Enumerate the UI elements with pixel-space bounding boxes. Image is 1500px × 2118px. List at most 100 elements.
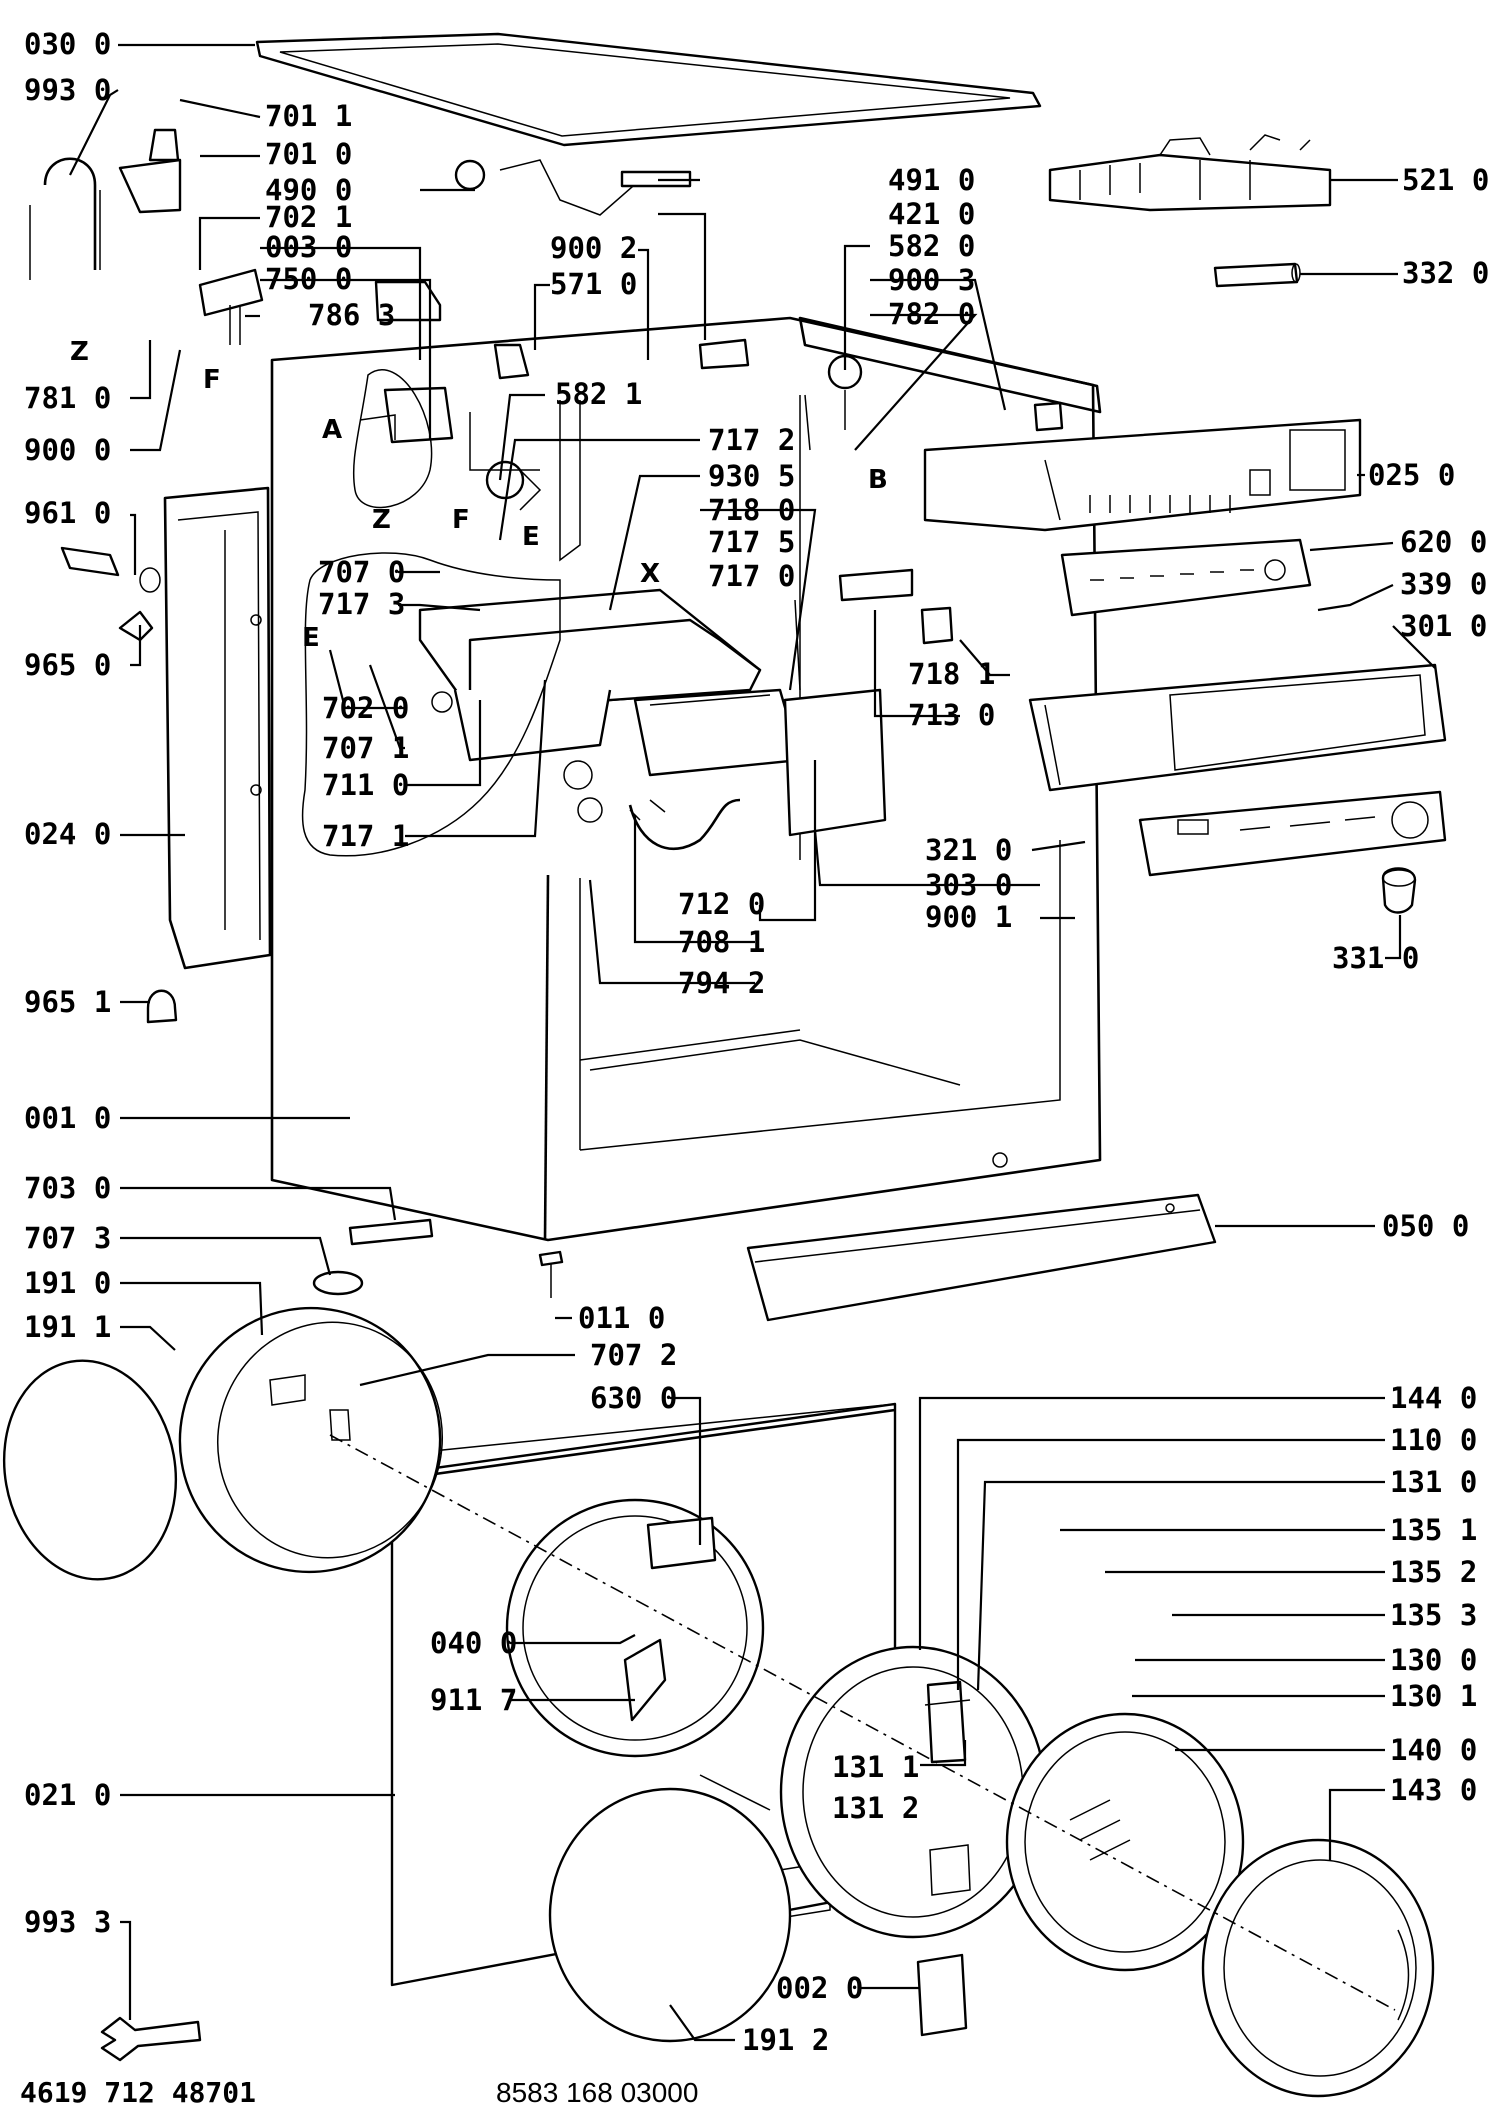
callout-900-0: 900 0	[24, 433, 111, 467]
clip-965-0	[118, 610, 154, 642]
callout-965-0: 965 0	[24, 648, 111, 682]
callout-786-3: 786 3	[308, 298, 395, 332]
callout-717-1: 717 1	[322, 819, 409, 853]
callout-303-0: 303 0	[925, 868, 1012, 902]
callout-708-1: 708 1	[678, 925, 765, 959]
parts-drawing	[2, 32, 1447, 2098]
callout-993-3: 993 3	[24, 1905, 111, 1939]
callout-135-1: 135 1	[1390, 1513, 1477, 1547]
callout-110-0: 110 0	[1390, 1423, 1477, 1457]
callout-965-1: 965 1	[24, 985, 111, 1019]
callout-191-2: 191 2	[742, 2023, 829, 2057]
callout-620-0: 620 0	[1400, 525, 1487, 559]
callout-001-0: 001 0	[24, 1101, 111, 1135]
callout-900-2: 900 2	[550, 231, 637, 265]
callout-521-0: 521 0	[1402, 163, 1489, 197]
callout-717-2: 717 2	[708, 423, 795, 457]
callout-707-2: 707 2	[590, 1338, 677, 1372]
top-lid	[255, 32, 1042, 147]
callout-718-1: 718 1	[908, 657, 995, 691]
callout-011-0: 011 0	[578, 1301, 665, 1335]
plug-961-0	[60, 546, 161, 593]
callout-713-0: 713 0	[908, 698, 995, 732]
marker-z-2: Z	[372, 505, 391, 535]
callout-003-0: 003 0	[265, 230, 352, 264]
callout-024-0: 024 0	[24, 817, 111, 851]
cylinder-part	[1213, 262, 1301, 288]
callout-717-3: 717 3	[318, 587, 405, 621]
control-console-top	[923, 418, 1362, 532]
door-window-ring	[1005, 1712, 1245, 1972]
callout-040-0: 040 0	[430, 1626, 517, 1660]
callout-701-1: 701 1	[265, 99, 352, 133]
leader-lines	[69, 43, 1436, 2042]
callout-707-0: 707 0	[318, 555, 405, 589]
marker-f-1: F	[203, 365, 221, 395]
callout-490-0: 490 0	[265, 173, 352, 207]
callout-630-0: 630 0	[590, 1381, 677, 1415]
programmer-unit	[1048, 134, 1332, 212]
callout-135-2: 135 2	[1390, 1555, 1477, 1589]
callout-582-1: 582 1	[555, 377, 642, 411]
footer-right-code: 8583 168 03000	[496, 2077, 698, 2108]
inlet-valve-group	[29, 128, 863, 430]
console-frame	[1028, 663, 1447, 792]
callout-130-1: 130 1	[1390, 1679, 1477, 1713]
block-002	[916, 1953, 968, 2037]
callout-712-0: 712 0	[678, 887, 765, 921]
callout-707-3: 707 3	[24, 1221, 111, 1255]
callout-130-0: 130 0	[1390, 1643, 1477, 1677]
display-panel	[1138, 790, 1447, 877]
group-outline-2	[352, 369, 433, 509]
dispenser-assembly	[418, 588, 887, 851]
callout-331-0: 331 0	[1332, 941, 1419, 975]
callout-750-0: 750 0	[265, 262, 352, 296]
callout-794-2: 794 2	[678, 966, 765, 1000]
group-outline	[301, 552, 561, 857]
foot-965-1	[146, 989, 178, 1024]
callout-021-0: 021 0	[24, 1778, 111, 1812]
callout-135-3: 135 3	[1390, 1598, 1477, 1632]
callout-711-0: 711 0	[322, 768, 409, 802]
callout-930-5: 930 5	[708, 459, 795, 493]
callout-025-0: 025 0	[1368, 458, 1455, 492]
callout-701-0: 701 0	[265, 137, 352, 171]
callout-900-1: 900 1	[925, 900, 1012, 934]
door-lock	[646, 1516, 717, 1570]
callout-703-0: 703 0	[24, 1171, 111, 1205]
wrench-tool	[100, 2016, 202, 2062]
callout-131-2: 131 2	[832, 1791, 919, 1825]
callout-421-0: 421 0	[888, 197, 975, 231]
pcb-board	[1060, 538, 1312, 617]
drum	[2, 1306, 444, 1581]
footer: 4619 712 48701 8583 168 03000	[20, 2076, 698, 2109]
callout-131-1: 131 1	[832, 1750, 919, 1784]
callout-911-7: 911 7	[430, 1683, 517, 1717]
marker-x: X	[640, 559, 660, 589]
callout-781-0: 781 0	[24, 381, 111, 415]
assembly-axis	[329, 1434, 1396, 2011]
callout-702-1: 702 1	[265, 200, 352, 234]
marker-f-2: F	[452, 505, 470, 535]
callout-900-3: 900 3	[888, 263, 975, 297]
callout-491-0: 491 0	[888, 163, 975, 197]
marker-b: B	[868, 465, 888, 495]
footer-left-code: 4619 712 48701	[20, 2076, 256, 2109]
callout-050-0: 050 0	[1382, 1209, 1469, 1243]
callout-332-0: 332 0	[1402, 256, 1489, 290]
callout-191-0: 191 0	[24, 1266, 111, 1300]
callout-782-0: 782 0	[888, 297, 975, 331]
side-panel	[163, 486, 272, 970]
callout-717-5: 717 5	[708, 525, 795, 559]
screw-011-0	[538, 1250, 564, 1298]
callout-030-0: 030 0	[24, 27, 111, 61]
callout-131-0: 131 0	[1390, 1465, 1477, 1499]
plinth	[746, 1193, 1217, 1322]
callout-339-0: 339 0	[1400, 567, 1487, 601]
callout-707-1: 707 1	[322, 731, 409, 765]
inner-wall-parts	[359, 338, 1064, 645]
callout-144-0: 144 0	[1390, 1381, 1477, 1415]
letter-markers: A Z F Z F E E B X	[70, 337, 888, 653]
